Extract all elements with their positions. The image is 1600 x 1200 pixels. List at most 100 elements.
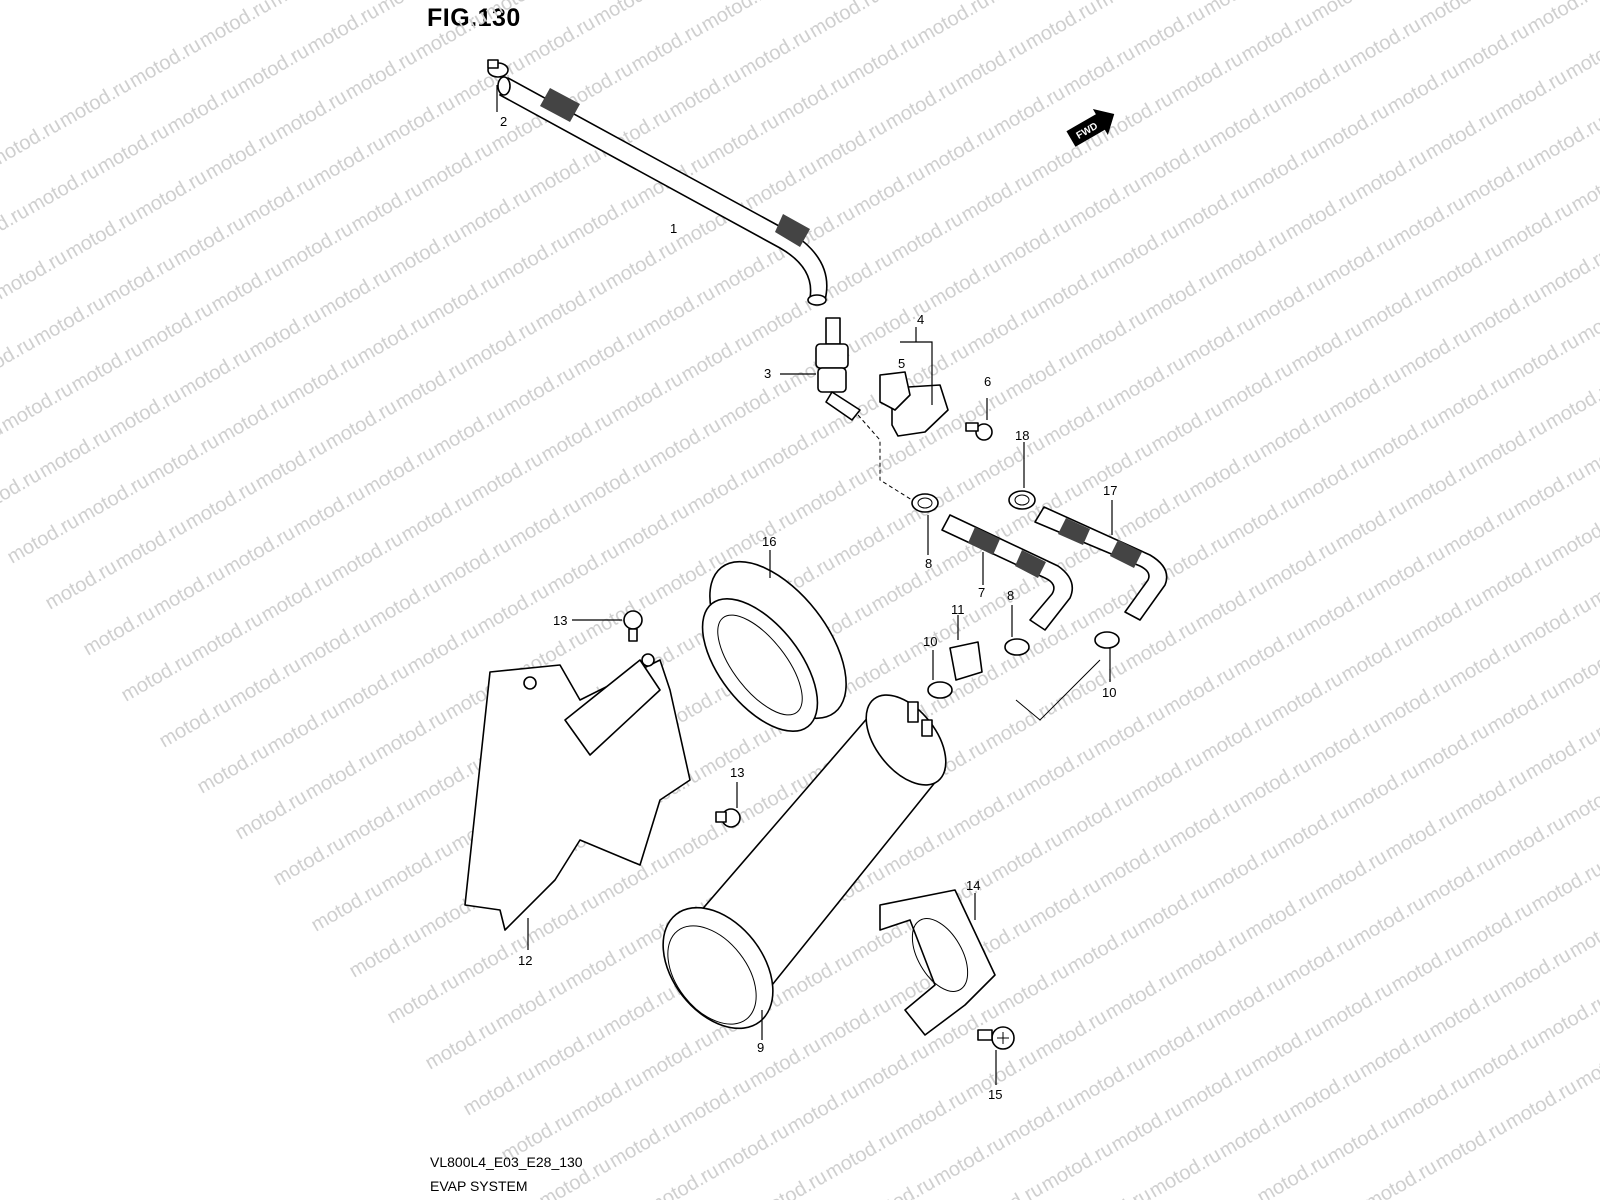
watermark-text: motod.ru bbox=[532, 276, 611, 335]
watermark-text: motod.ru bbox=[374, 0, 453, 18]
watermark-text: motod.ru bbox=[4, 510, 83, 569]
watermark-text: motod.ru bbox=[926, 254, 1005, 313]
callout-4: 4 bbox=[917, 312, 924, 327]
watermark-text: motod.ru bbox=[384, 970, 463, 1029]
watermark-text: motod.ru bbox=[1382, 806, 1461, 865]
watermark-text: motod.ru bbox=[882, 76, 961, 135]
watermark-text: motod.ru bbox=[194, 740, 273, 799]
watermark-text: motod.ru bbox=[290, 482, 369, 541]
watermark-text: motod.ru bbox=[462, 316, 541, 375]
watermark-text: motod.ru bbox=[1102, 966, 1181, 1025]
watermark-text: motod.ru bbox=[1172, 926, 1251, 985]
watermark-text: motod.ru bbox=[1206, 94, 1285, 153]
figure-code: VL800L4_E03_E28_130 bbox=[430, 1154, 583, 1170]
watermark-text: motod.ru bbox=[56, 74, 135, 133]
watermark-text: motod.ru bbox=[1420, 852, 1499, 911]
part-17-hose[interactable] bbox=[1034, 500, 1168, 621]
part-18-clamp[interactable] bbox=[1008, 442, 1036, 510]
watermark-text: motod.ru bbox=[1174, 180, 1253, 239]
watermark-text: motod.ru bbox=[958, 168, 1037, 227]
watermark-text: motod.ru bbox=[570, 322, 649, 381]
watermark-text: motod.ru bbox=[892, 1086, 971, 1145]
watermark-text: motod.ru bbox=[1522, 726, 1600, 785]
watermark-text: motod.ru bbox=[1524, 0, 1600, 38]
part-2-clamp[interactable] bbox=[487, 59, 509, 112]
watermark-text: motod.ru bbox=[1134, 880, 1213, 939]
watermark-text: motod.ru bbox=[310, 132, 389, 191]
watermark-text: motod.ru bbox=[590, 0, 669, 30]
watermark-text: motod.ru bbox=[684, 460, 763, 519]
watermark-text: motod.ru bbox=[474, 580, 553, 639]
part-13-bolt-upper[interactable] bbox=[572, 610, 643, 642]
watermark-text: motod.ru bbox=[1364, 410, 1443, 469]
watermark-text: motod.ru bbox=[1282, 186, 1361, 245]
callout-8-upper: 8 bbox=[925, 556, 932, 571]
part-6-bolt[interactable] bbox=[965, 398, 993, 441]
watermark-text: motod.ru bbox=[1286, 1064, 1365, 1123]
watermark-text: motod.ru bbox=[1038, 1138, 1117, 1197]
watermark-text: motod.ru bbox=[1446, 634, 1525, 693]
watermark-text: motod.ru bbox=[774, 70, 853, 129]
watermark-text: motod.ru bbox=[62, 206, 141, 265]
watermark-text: motod.ru bbox=[582, 586, 661, 645]
watermark-text: motod.ru bbox=[422, 1016, 501, 1075]
watermark-text: motod.ru bbox=[1130, 2, 1209, 61]
watermark-text: motod.ru bbox=[1256, 404, 1335, 463]
part-3-valve[interactable] bbox=[780, 317, 861, 421]
watermark-text: motod.ru bbox=[1148, 398, 1227, 457]
watermark-text: motod.ru bbox=[844, 30, 923, 89]
watermark-text: motod.ru bbox=[520, 12, 599, 71]
watermark-text: motod.ru bbox=[1376, 674, 1455, 733]
watermark-text: motod.ru bbox=[278, 218, 357, 277]
watermark-text: motod.ru bbox=[678, 328, 757, 387]
watermark-text: motod.ru bbox=[1466, 284, 1545, 343]
watermark-text: motod.ru bbox=[42, 556, 121, 615]
watermark-text: motod.ru bbox=[30, 292, 109, 351]
watermark-text: motod.ru bbox=[602, 236, 681, 295]
part-8-clamp-lower[interactable] bbox=[1004, 605, 1030, 656]
watermark-text: motod.ru bbox=[424, 270, 503, 329]
watermark-text: motod.ru bbox=[1394, 1070, 1473, 1129]
part-10-clamp-right[interactable] bbox=[1094, 631, 1120, 682]
watermark-text: motod.ru bbox=[1568, 158, 1600, 217]
watermark-text: motod.ru bbox=[418, 138, 497, 197]
part-8-clamp-upper[interactable] bbox=[911, 493, 939, 555]
part-10-clamp-left[interactable] bbox=[927, 650, 953, 699]
watermark-text: motod.ru bbox=[1076, 1184, 1155, 1200]
watermark-text: motod.ru bbox=[1028, 128, 1107, 187]
part-7-hose[interactable] bbox=[941, 514, 1074, 631]
part-12-bracket[interactable] bbox=[464, 653, 691, 950]
callout-12: 12 bbox=[518, 953, 532, 968]
watermark-text: motod.ru bbox=[646, 414, 725, 473]
figure-name: EVAP SYSTEM bbox=[430, 1178, 528, 1194]
watermark-text: motod.ru bbox=[606, 1114, 685, 1173]
part-16-cushion[interactable] bbox=[680, 538, 872, 751]
watermark-text: motod.ru bbox=[1422, 106, 1501, 165]
watermark-text: motod.ru bbox=[1502, 1076, 1581, 1135]
watermark-text: motod.ru bbox=[952, 36, 1031, 95]
watermark-text: motod.ru bbox=[1426, 984, 1505, 1043]
watermark-text: motod.ru bbox=[430, 402, 509, 461]
watermark-text: motod.ru bbox=[784, 1080, 863, 1139]
part-11-short-hose[interactable] bbox=[949, 615, 983, 681]
part-14-band[interactable] bbox=[879, 889, 996, 1036]
watermark-text: motod.ru bbox=[150, 562, 229, 621]
callout-1: 1 bbox=[670, 221, 677, 236]
watermark-text: motod.ru bbox=[196, 0, 275, 52]
part-4-bracket[interactable] bbox=[879, 327, 949, 437]
part-13-bolt-lower[interactable] bbox=[715, 782, 741, 828]
watermark-text: motod.ru bbox=[1572, 1036, 1600, 1095]
watermark-text: motod.ru bbox=[1280, 932, 1359, 991]
watermark-text: motod.ru bbox=[36, 424, 115, 483]
watermark-text: motod.ru bbox=[640, 282, 719, 341]
watermark-text: motod.ru bbox=[1002, 346, 1081, 405]
part-1-hose[interactable] bbox=[497, 76, 828, 306]
watermark-text: motod.ru bbox=[1236, 754, 1315, 813]
watermark-text: motod.ru bbox=[1168, 48, 1247, 107]
watermark-text: motod.ru bbox=[1490, 812, 1569, 871]
watermark-text: motod.ru bbox=[1224, 490, 1303, 549]
watermark-text: motod.ru bbox=[492, 976, 571, 1035]
part-9-canister[interactable] bbox=[641, 681, 962, 1050]
watermark-text: motod.ru bbox=[1034, 260, 1113, 319]
part-15-screw[interactable] bbox=[977, 1026, 1015, 1085]
